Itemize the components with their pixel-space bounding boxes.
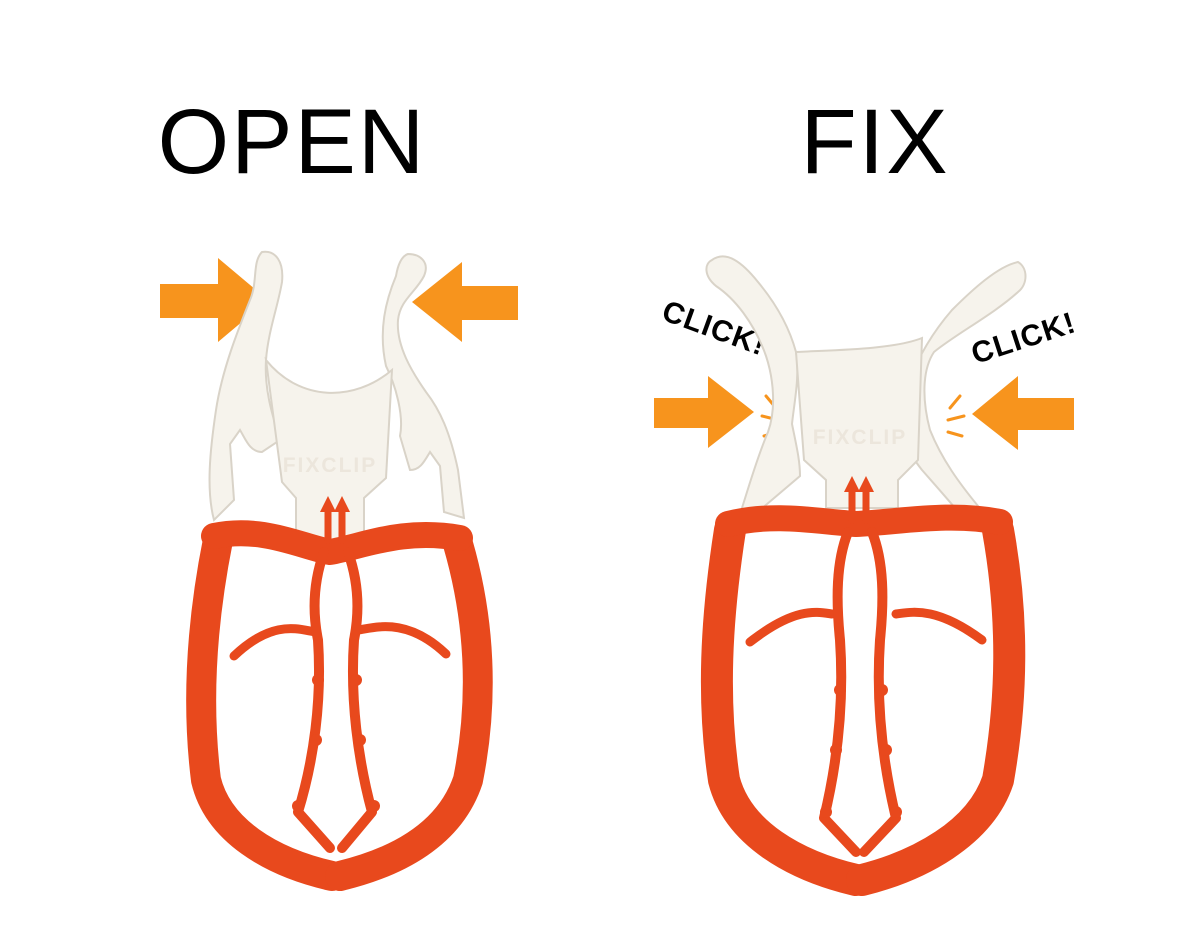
fix-brand-mark: FIXCLIP: [813, 426, 908, 449]
clip-jaws: [208, 250, 466, 541]
open-heading: OPEN: [157, 91, 427, 193]
burst-lines-icon: [946, 394, 966, 438]
clip-jaws: [705, 255, 1027, 538]
open-panel: OPEN FIXCLIP: [157, 91, 518, 891]
open-clip-illustration: FIXCLIP: [160, 250, 518, 891]
open-brand-mark: FIXCLIP: [283, 454, 378, 477]
fix-heading: FIX: [800, 91, 950, 193]
fix-clip-illustration: FIXCLIP: [654, 255, 1074, 896]
arrow-right-icon: [654, 376, 754, 448]
clip-body: [700, 484, 1026, 896]
arrow-left-icon: [972, 376, 1074, 450]
arrow-left-icon: [412, 262, 518, 342]
clip-body: [186, 504, 493, 891]
fix-panel: FIX CLICK! CLICK!: [600, 0, 1200, 950]
